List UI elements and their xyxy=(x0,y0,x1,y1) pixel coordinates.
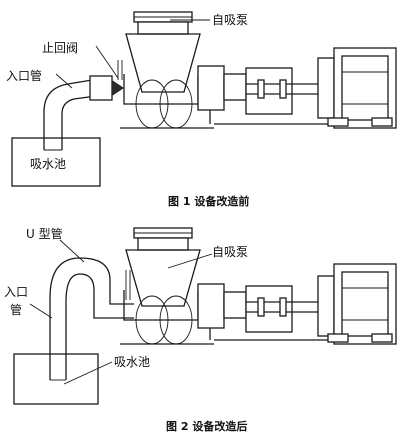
label-inlet-pipe-2-line2: 管 xyxy=(10,302,22,317)
self-priming-pump-2 xyxy=(120,227,214,345)
leader-inlet-2 xyxy=(29,303,53,319)
label-suction-pool-1: 吸水池 xyxy=(30,157,66,171)
leader-inlet-1 xyxy=(55,73,73,89)
label-self-priming-pump-2: 自吸泵 xyxy=(212,245,248,259)
label-self-priming-pump-1: 自吸泵 xyxy=(212,13,248,27)
figure-2: U 型管 自吸泵 入口 管 吸水池 图 2 设备改造后 xyxy=(4,226,397,433)
leader-check-valve-1 xyxy=(95,45,119,79)
label-inlet-pipe-2-line1: 入口 xyxy=(4,285,28,299)
label-u-pipe-2: U 型管 xyxy=(26,226,63,241)
caption-figure-1: 图 1 设备改造前 xyxy=(168,194,249,208)
leader-pool-2 xyxy=(63,361,113,385)
label-check-valve-1: 止回阀 xyxy=(42,41,78,55)
figure-1: 自吸泵 止回阀 入口管 吸水池 图 1 设备改造前 xyxy=(6,11,397,208)
suction-pool-2 xyxy=(13,353,99,405)
motor-1 xyxy=(317,47,397,129)
caption-figure-2: 图 2 设备改造后 xyxy=(166,419,247,433)
pump-casing-1 xyxy=(197,65,247,124)
check-valve-1 xyxy=(89,60,124,101)
pump-casing-2 xyxy=(197,283,247,340)
suction-pool-1 xyxy=(11,137,101,187)
label-suction-pool-2: 吸水池 xyxy=(114,355,150,369)
label-inlet-pipe-1: 入口管 xyxy=(6,68,42,83)
leader-u-pipe-2 xyxy=(59,239,85,263)
self-priming-pump-1 xyxy=(120,11,214,129)
inlet-pipe-1 xyxy=(43,79,97,151)
coupling-2 xyxy=(245,285,320,333)
motor-2 xyxy=(317,263,397,345)
leader-pump-2 xyxy=(167,253,213,269)
coupling-1 xyxy=(245,67,320,115)
